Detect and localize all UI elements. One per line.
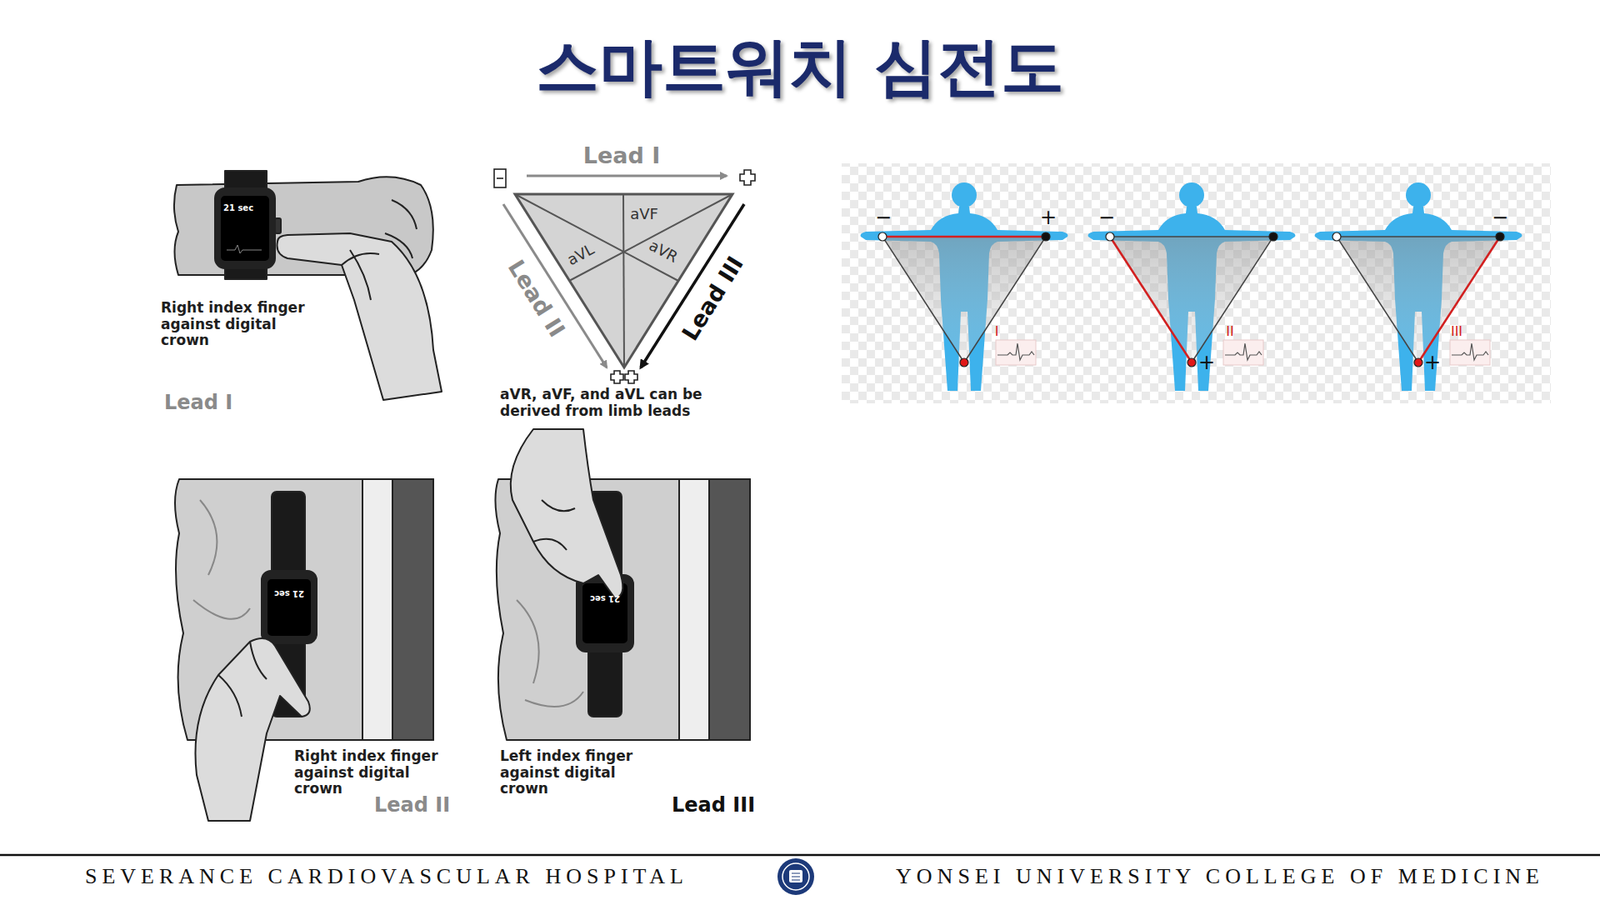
lead-label: III — [1450, 324, 1463, 340]
polarity-sign: + — [1198, 351, 1215, 375]
limb-lead-figures — [841, 163, 1551, 404]
polarity-sign: + — [1424, 351, 1441, 375]
footer-text: YONSEI UNIVERSITY COLLEGE OF MEDICINE — [895, 864, 1545, 890]
instruction-note: Left index finger against digital crown — [500, 748, 659, 798]
watch-screen-text: 21 sec — [274, 588, 305, 599]
instruction-note: Right index finger against digital crown — [294, 748, 453, 798]
footer-decoration — [0, 855, 1600, 895]
wrist-illustration — [174, 170, 442, 400]
footer-text: SEVERANCE CARDIOVASCULAR HOSPITAL — [85, 864, 689, 890]
polarity-sign: + — [1040, 206, 1057, 230]
instruction-note: Right index finger against digital crown — [160, 300, 315, 350]
watch-screen-text: 21 sec — [590, 593, 620, 604]
lead-label: II — [1225, 324, 1234, 340]
panel-label: Lead III — [671, 794, 755, 818]
leg-illustration — [495, 429, 750, 740]
watch-screen-text: 21 sec — [223, 203, 254, 214]
slide-title: 스마트워치 심전도 — [535, 30, 1065, 103]
einthoven-triangle — [494, 169, 755, 384]
panel-label: Lead I — [164, 391, 233, 415]
polarity-sign: − — [1098, 206, 1115, 230]
lead-label: I — [995, 324, 1000, 340]
polarity-sign: − — [1491, 206, 1509, 230]
polarity-sign: − — [875, 206, 892, 230]
lead-label: aVF — [630, 205, 659, 224]
panel-label: Lead II — [374, 794, 450, 818]
caption-note: aVR, aVF, and aVL can be derived from li… — [500, 386, 705, 420]
lead-label: Lead I — [583, 142, 661, 169]
